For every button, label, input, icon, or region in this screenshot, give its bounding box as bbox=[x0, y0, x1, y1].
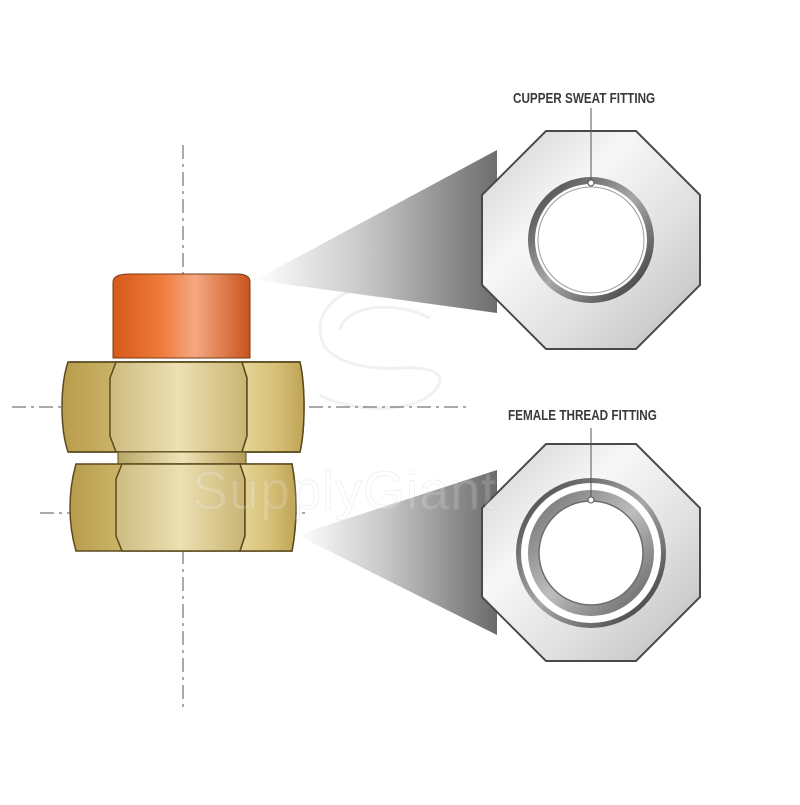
upper-hex-nut bbox=[61, 361, 305, 453]
callout-beam-bottom bbox=[297, 470, 497, 635]
leader-lines bbox=[587, 108, 595, 504]
lower-hex-nut bbox=[69, 463, 297, 552]
copper-sweat-end-view bbox=[481, 130, 701, 350]
callout-beam-top bbox=[255, 150, 497, 313]
callout-label-female-thread: FEMALE THREAD FITTING bbox=[508, 407, 657, 424]
watermark-logo-icon bbox=[318, 284, 442, 410]
watermark-text: SupplyGiant bbox=[191, 461, 498, 522]
copper-pipe bbox=[112, 273, 251, 359]
female-thread-end-view bbox=[481, 443, 701, 662]
callout-label-copper-sweat: CUPPER SWEAT FITTING bbox=[513, 90, 656, 107]
